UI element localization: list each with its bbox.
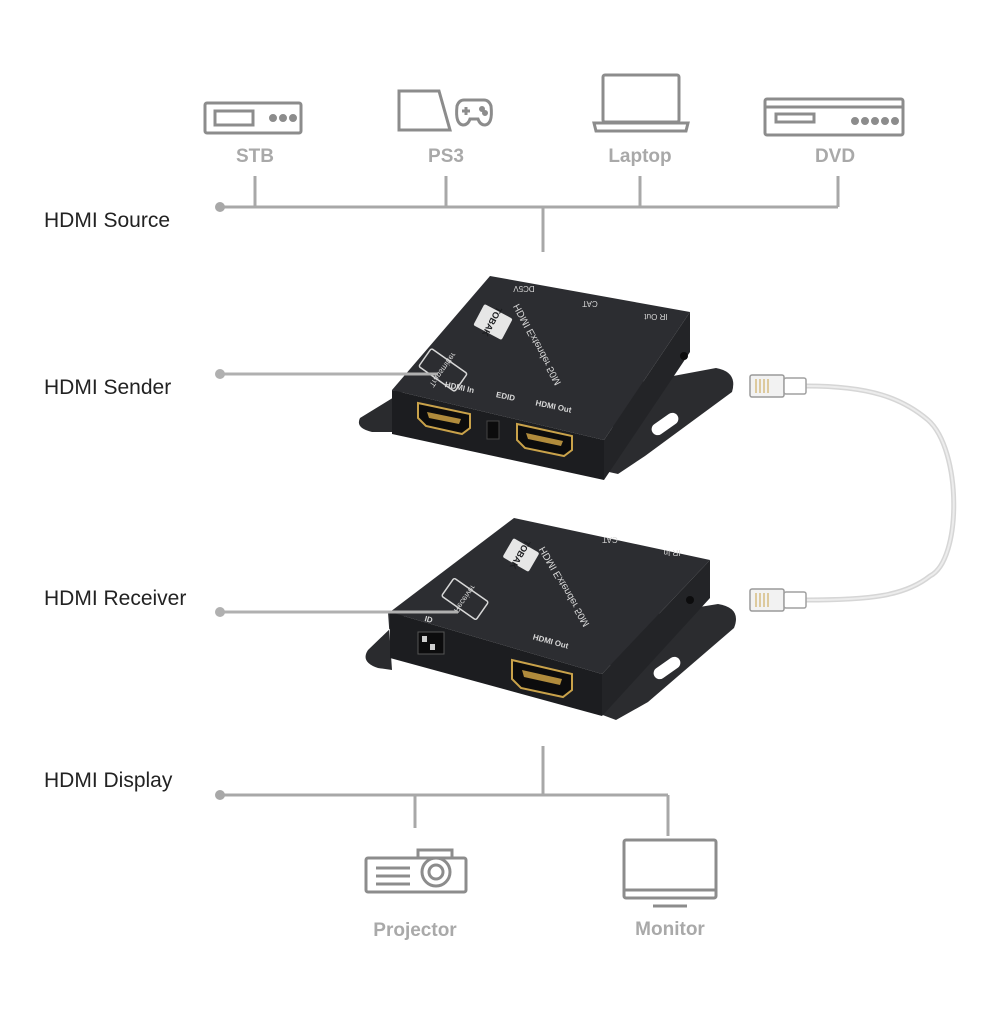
receiver-hdmi-out-port: [511, 658, 573, 699]
source-label-ps3: PS3: [428, 146, 464, 167]
projector-icon: [364, 848, 468, 894]
sender-ir-jack: [680, 352, 688, 360]
display-label-projector: Projector: [373, 920, 457, 941]
receiver-switch-label: ID: [424, 614, 434, 625]
display-bus-dot: [215, 790, 225, 800]
laptop-icon: [592, 73, 690, 133]
sender-device: TOBAK HDMI Extender 50M Transmitter DC5V…: [358, 276, 734, 480]
sender-ir-label: IR Out: [644, 312, 668, 321]
rj45-connector-top: [749, 374, 807, 398]
sender-power-label: DC5V: [513, 284, 535, 293]
hdmi-receiver-label: HDMI Receiver: [44, 587, 187, 610]
receiver-dip-switch: [417, 631, 445, 655]
receiver-ir-label: IR In: [664, 548, 681, 557]
monitor-icon: [622, 838, 718, 908]
dvd-player-icon: [763, 97, 905, 137]
source-bus: [220, 176, 840, 252]
display-label-monitor: Monitor: [635, 919, 705, 940]
rj45-connector-bottom: [749, 588, 807, 612]
sender-hdmi-out-port: [516, 422, 573, 458]
source-label-laptop: Laptop: [608, 146, 672, 167]
source-label-dvd: DVD: [814, 146, 856, 167]
hdmi-display-label: HDMI Display: [44, 769, 173, 792]
hdmi-source-label: HDMI Source: [44, 209, 171, 232]
sender-pointer: [215, 369, 438, 379]
set-top-box-icon: [203, 101, 303, 135]
receiver-device: TOBAK HDMI Extender 50M Receiver CAT IR …: [365, 518, 736, 720]
receiver-pointer: [215, 607, 458, 617]
source-bus-dot: [215, 202, 225, 212]
sender-hdmi-in-port: [417, 401, 471, 436]
receiver-cat-label: CAT: [602, 535, 618, 544]
sender-edid-switch: [486, 420, 500, 440]
display-bus: [220, 746, 670, 836]
receiver-ir-jack: [686, 596, 694, 604]
ethernet-cable: [805, 383, 957, 603]
sender-switch-label: EDID: [495, 390, 516, 403]
game-console-icon: [397, 89, 493, 132]
hdmi-sender-label: HDMI Sender: [44, 376, 172, 399]
sender-cat-label: CAT: [582, 299, 598, 308]
source-label-stb: STB: [236, 146, 274, 167]
